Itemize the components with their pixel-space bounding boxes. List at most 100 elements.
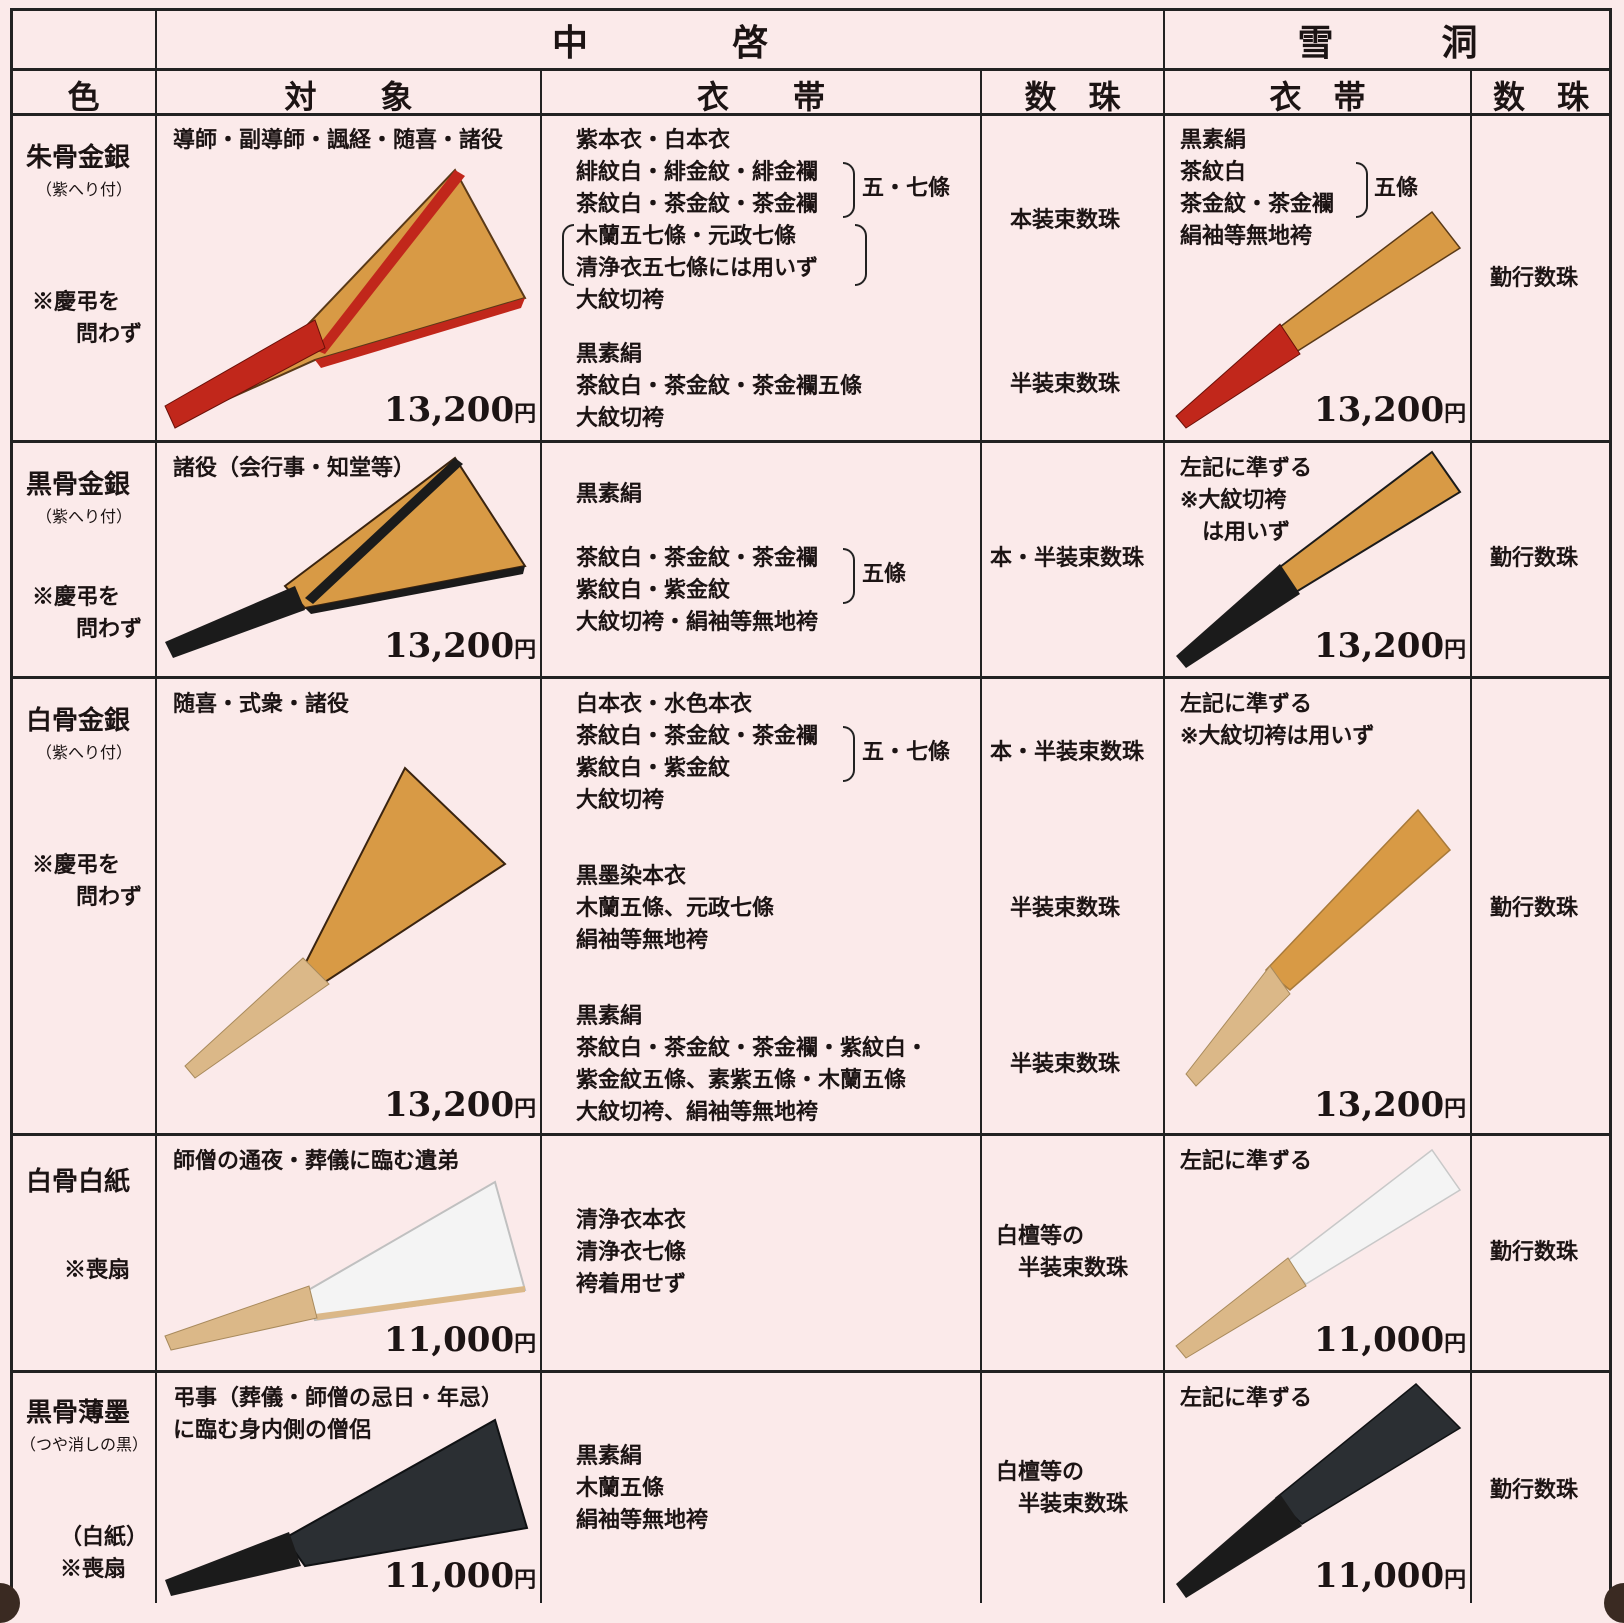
header-juzu-settou: 数 珠 (1492, 78, 1589, 116)
price-unit: 円 (1444, 1331, 1467, 1357)
divider (10, 1370, 1612, 1373)
price-value: 13,200 (1314, 1085, 1445, 1125)
settou-fan-white-image (1185, 808, 1452, 1087)
divider (155, 8, 157, 1603)
chukei-price: 13,200円 (384, 1085, 536, 1125)
settou-brace-label: 五條 (1374, 175, 1419, 201)
settou-robe-text: 左記に準ずる (1180, 1148, 1313, 1174)
robe-text: 白本衣・水色本衣 (576, 691, 753, 717)
settou-price: 13,200円 (1314, 390, 1466, 430)
juzu-text: 半装束数珠 (1010, 895, 1121, 921)
target-text: 随喜・式衆・諸役 (173, 691, 350, 717)
juzu-text: 白檀等の 半装束数珠 (996, 1223, 1129, 1281)
settou-juzu-text: 勤行数珠 (1490, 1477, 1579, 1503)
header-chukei: 中 啓 (551, 22, 768, 64)
chukei-price: 11,000円 (384, 1556, 536, 1596)
robe-brace-label: 五條 (862, 561, 907, 587)
price-unit: 円 (1444, 401, 1467, 427)
divider (540, 68, 542, 1603)
chukei-price: 13,200円 (384, 390, 536, 430)
fan-black-gold-image (165, 456, 527, 658)
header-robe-chukei: 衣 帯 (696, 78, 825, 116)
juzu-text: 本・半装束数珠 (990, 739, 1145, 765)
price-unit: 円 (514, 1331, 537, 1357)
color-sub: （つや消しの黒） (20, 1435, 149, 1454)
divider (10, 440, 1612, 443)
target-text: 師僧の通夜・葬儀に臨む遺弟 (173, 1148, 460, 1174)
robe-text: 黒墨染本衣 木蘭五條、元政七條 絹袖等無地袴 (576, 863, 775, 953)
chukei-price: 13,200円 (384, 626, 536, 666)
robe-text: 清浄衣本衣 清浄衣七條 袴着用せず (576, 1207, 687, 1297)
brace (1356, 162, 1368, 218)
price-unit: 円 (514, 401, 537, 427)
settou-price: 13,200円 (1314, 626, 1466, 666)
price-value: 13,200 (1314, 626, 1445, 666)
row-1: 朱骨金銀 （紫へり付） ※慶弔を 問わず (12, 116, 155, 440)
table-frame (10, 8, 1612, 1608)
settou-robe-text: 黒素絹 茶紋白 茶金紋・茶金襴 絹袖等無地袴 (1180, 127, 1335, 249)
price-value: 11,000 (384, 1556, 515, 1596)
robe-text: 大紋切袴 (576, 787, 665, 813)
price-value: 13,200 (384, 626, 515, 666)
settou-robe-text: 左記に準ずる (1180, 1385, 1313, 1411)
price-value: 13,200 (384, 390, 515, 430)
price-unit: 円 (1444, 1096, 1467, 1122)
header-robe-settou: 衣 帯 (1269, 78, 1366, 116)
color-sub: （紫へり付） (36, 743, 133, 762)
color-note: ※慶弔を 問わず (32, 852, 143, 910)
robe-text: 大紋切袴・絹袖等無地袴 (576, 609, 819, 635)
brace (843, 726, 855, 782)
robe-text: 茶紋白・茶金紋・茶金襴 紫紋白・紫金紋 (576, 545, 819, 603)
row-5: 黒骨薄墨 （つや消しの黒） （白紙） ※喪扇 (12, 1373, 155, 1603)
price-value: 11,000 (1314, 1556, 1445, 1596)
fan-white-gold-image (184, 766, 507, 1079)
fan-white-paper-image (164, 1180, 527, 1351)
robe-text: 黒素絹 茶紋白・茶金紋・茶金襴・紫紋白・ 紫金紋五條、素紫五條・木蘭五條 大紋切… (576, 1003, 929, 1125)
color-name: 黒骨金銀 (26, 470, 131, 500)
robe-text: 茶紋白・茶金紋・茶金襴 紫紋白・紫金紋 (576, 723, 819, 781)
price-value: 11,000 (1314, 1320, 1445, 1360)
divider (1470, 68, 1472, 1603)
paren (855, 224, 867, 286)
header-color: 色 (67, 78, 100, 116)
juzu-text: 白檀等の 半装束数珠 (996, 1459, 1129, 1517)
price-value: 13,200 (1314, 390, 1445, 430)
settou-fan-black-ink-image (1176, 1382, 1462, 1598)
settou-price: 11,000円 (1314, 1556, 1466, 1596)
settou-fan-vermilion-image (1175, 210, 1462, 429)
color-sub: （紫へり付） (36, 180, 133, 199)
robe-text: 黒素絹 木蘭五條 絹袖等無地袴 (576, 1443, 709, 1533)
divider (10, 68, 1612, 71)
fan-vermilion-gold-image (164, 168, 527, 429)
color-note: ※喪扇 (64, 1257, 131, 1283)
settou-juzu-text: 勤行数珠 (1490, 545, 1579, 571)
color-name: 朱骨金銀 (26, 143, 131, 173)
price-unit: 円 (514, 637, 537, 663)
robe-text: 黒素絹 茶紋白・茶金紋・茶金襴五條 大紋切袴 (576, 341, 863, 431)
settou-robe-text: 左記に準ずる ※大紋切袴は用いず (1180, 691, 1375, 749)
price-unit: 円 (514, 1567, 537, 1593)
price-unit: 円 (1444, 1567, 1467, 1593)
settou-price: 11,000円 (1314, 1320, 1466, 1360)
color-name: 白骨金銀 (26, 706, 131, 736)
settou-fan-black-image (1176, 450, 1462, 668)
settou-fan-white-paper-image (1175, 1148, 1462, 1359)
brace (843, 162, 855, 218)
juzu-text: 半装束数珠 (1010, 371, 1121, 397)
divider (1163, 8, 1165, 1603)
paren (562, 224, 574, 286)
juzu-text: 半装束数珠 (1010, 1051, 1121, 1077)
color-name: 白骨白紙 (26, 1167, 131, 1197)
chukei-price: 11,000円 (384, 1320, 536, 1360)
robe-brace-label: 五・七條 (862, 175, 951, 201)
divider (10, 676, 1612, 679)
settou-robe-text: 左記に準ずる ※大紋切袴 は用いず (1180, 455, 1313, 545)
settou-juzu-text: 勤行数珠 (1490, 265, 1579, 291)
row-3: 白骨金銀 （紫へり付） ※慶弔を 問わず (12, 679, 155, 1133)
robe-exception: 木蘭五七條・元政七條 清浄衣五七條には用いず (576, 223, 819, 281)
robe-brace-label: 五・七條 (862, 739, 951, 765)
row-4: 白骨白紙 ※喪扇 (12, 1136, 155, 1370)
divider (10, 1133, 1612, 1136)
settou-juzu-text: 勤行数珠 (1490, 895, 1579, 921)
juzu-text: 本・半装束数珠 (990, 545, 1145, 571)
